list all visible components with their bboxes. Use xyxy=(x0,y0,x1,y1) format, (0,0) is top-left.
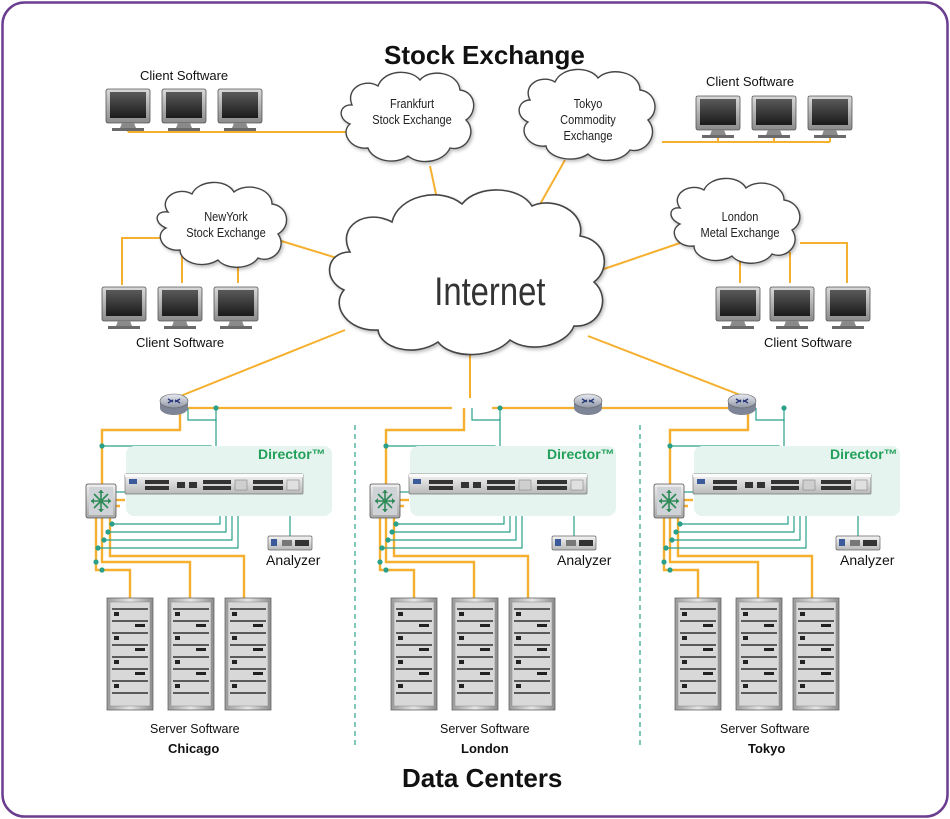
junction-dot xyxy=(105,529,111,535)
junction-dot xyxy=(109,521,115,527)
director-appliance-icon xyxy=(408,473,588,495)
server-rack-icon xyxy=(792,597,840,711)
city-label-tokyo: Tokyo xyxy=(748,741,786,756)
data-center-equipment xyxy=(85,393,900,711)
junction-dot xyxy=(379,545,385,551)
junction-dot xyxy=(667,443,673,449)
junction-dot xyxy=(673,529,679,535)
server-rack-icon xyxy=(508,597,556,711)
teal-link xyxy=(755,408,785,421)
server-rack-icon xyxy=(451,597,499,711)
junction-dot xyxy=(213,405,219,411)
router-icon xyxy=(159,393,189,416)
analyzer-icon xyxy=(267,535,313,551)
orange-link xyxy=(108,518,246,598)
internet-label: Internet xyxy=(434,270,546,314)
server-rack-icon xyxy=(735,597,783,711)
junction-dot xyxy=(99,443,105,449)
cloud-internet xyxy=(328,189,605,356)
client-computers-right xyxy=(715,286,871,330)
server-rack-icon xyxy=(674,597,722,711)
director-appliance-icon xyxy=(692,473,872,495)
junction-dot xyxy=(383,443,389,449)
analyzer-icon xyxy=(835,535,881,551)
switch-icon xyxy=(653,483,685,519)
equipment-tokyo xyxy=(653,393,900,711)
teal-link xyxy=(471,408,501,421)
server-rack-icon xyxy=(224,597,272,711)
client-label-top-right: Client Software xyxy=(706,74,795,89)
junction-dot xyxy=(93,559,99,565)
city-label-london: London xyxy=(461,741,509,756)
equipment-chicago xyxy=(85,393,332,711)
orange-link xyxy=(94,518,132,598)
junction-dot xyxy=(393,521,399,527)
server-label-tokyo: Server Software xyxy=(720,722,810,736)
director-appliance-icon xyxy=(124,473,304,495)
equipment-london xyxy=(369,393,616,711)
orange-link xyxy=(384,408,466,484)
analyzer-label-london: Analyzer xyxy=(557,552,612,568)
cloud-tokyo xyxy=(518,68,656,161)
junction-dot xyxy=(669,537,675,543)
cloud-label-newyork: NewYork Stock Exchange xyxy=(186,210,266,240)
orange-link xyxy=(668,408,750,484)
cloud-newyork xyxy=(156,181,288,268)
client-label-right: Client Software xyxy=(764,335,853,350)
cloud-label-frankfurt: Frankfurt Stock Exchange xyxy=(372,97,452,127)
junction-dot xyxy=(383,567,389,573)
director-label-chicago: Director™ xyxy=(258,446,326,462)
orange-link xyxy=(662,518,700,598)
cloud-label-tokyo: Tokyo Commodity Exchange xyxy=(560,97,616,143)
city-label-chicago: Chicago xyxy=(168,741,220,756)
cloud-label-london: London Metal Exchange xyxy=(700,210,780,240)
orange-link xyxy=(100,408,182,484)
junction-dot xyxy=(667,567,673,573)
server-label-london: Server Software xyxy=(440,722,530,736)
junction-dot xyxy=(389,529,395,535)
server-label-chicago: Server Software xyxy=(150,722,240,736)
junction-dot xyxy=(663,545,669,551)
server-rack-icon xyxy=(106,597,154,711)
router-icon xyxy=(573,393,603,416)
client-label-left: Client Software xyxy=(136,335,225,350)
analyzer-label-tokyo: Analyzer xyxy=(840,552,895,568)
junction-dot xyxy=(661,559,667,565)
junction-dot xyxy=(781,405,787,411)
cloud-frankfurt xyxy=(340,71,475,163)
orange-link xyxy=(378,518,416,598)
junction-dot xyxy=(497,405,503,411)
orange-link xyxy=(676,518,814,598)
teal-link xyxy=(187,408,217,421)
client-computers-top-left xyxy=(105,88,263,132)
title-data-centers: Data Centers xyxy=(402,763,563,793)
switch-icon xyxy=(85,483,117,519)
junction-dot xyxy=(677,521,683,527)
junction-dot xyxy=(377,559,383,565)
client-label-top-left: Client Software xyxy=(140,68,229,83)
router-icon xyxy=(727,393,757,416)
junction-dot xyxy=(95,545,101,551)
analyzer-icon xyxy=(551,535,597,551)
client-computers-left xyxy=(101,286,259,330)
analyzer-label-chicago: Analyzer xyxy=(266,552,321,568)
server-rack-icon xyxy=(167,597,215,711)
cloud-london xyxy=(670,177,801,264)
server-rack-icon xyxy=(390,597,438,711)
junction-dot xyxy=(385,537,391,543)
client-computers-top-right xyxy=(695,95,853,139)
junction-dot xyxy=(99,567,105,573)
junction-dot xyxy=(101,537,107,543)
director-label-london: Director™ xyxy=(547,446,615,462)
orange-link xyxy=(392,518,530,598)
switch-icon xyxy=(369,483,401,519)
director-label-tokyo: Director™ xyxy=(830,446,898,462)
title-stock-exchange: Stock Exchange xyxy=(384,40,585,70)
